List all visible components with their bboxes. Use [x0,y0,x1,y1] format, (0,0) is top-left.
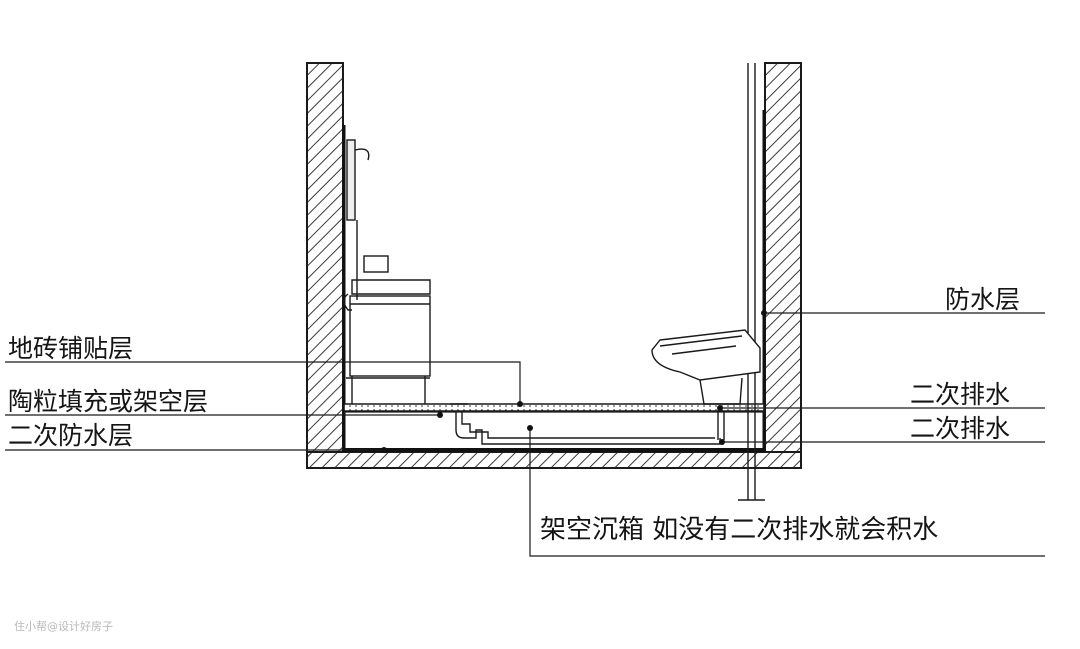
toilet-fixture [651,329,761,405]
label-secondary-waterproof: 二次防水层 [8,421,133,450]
leader-dots [381,310,767,453]
wall-waterproof-membrane [342,110,766,452]
riser-pipe [738,63,765,501]
shower-fixture [343,139,431,404]
floor-slab [306,451,802,469]
label-ceramsite-fill: 陶粒填充或架空层 [8,387,208,416]
label-secondary-drain-1: 二次排水 [910,380,1010,409]
label-waterproof-layer: 防水层 [945,285,1020,314]
left-wall [306,62,344,469]
drain-pipe [450,403,725,445]
label-secondary-drain-2: 二次排水 [910,414,1010,443]
leader-lines [5,312,1045,557]
watermark: 住小帮@设计好房子 [14,619,113,633]
tile-layer [343,403,765,413]
right-wall [764,62,802,469]
label-tile-layer: 地砖铺贴层 [8,334,133,363]
label-sunken-box-note: 架空沉箱 如没有二次排水就会积水 [540,515,938,545]
